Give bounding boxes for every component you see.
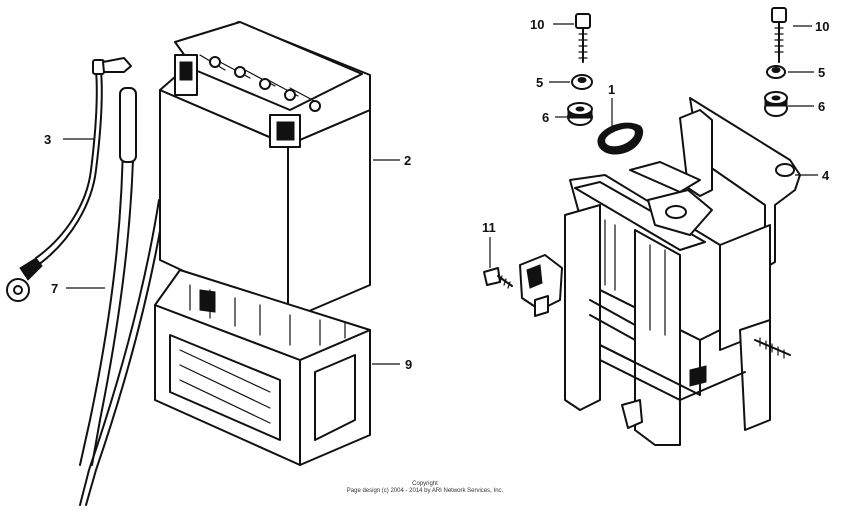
ground-cable-part-3	[6, 57, 132, 302]
copyright-line-2: Page design (c) 2004 - 2014 by ARI Netwo…	[346, 488, 504, 494]
rubber-pad-part-1	[597, 122, 644, 155]
breather-tube-part-7	[79, 87, 167, 506]
collar-part-5-right	[766, 65, 786, 79]
callout-leaders	[63, 23, 818, 365]
callout-4: 4	[822, 168, 830, 183]
callout-10-right: 10	[815, 19, 829, 34]
collar-part-5-left	[571, 74, 593, 90]
callout-6-left: 6	[542, 110, 549, 125]
callout-5-right: 5	[818, 65, 825, 80]
grommet-part-6-right	[764, 91, 788, 117]
callout-1: 1	[608, 82, 615, 97]
battery-part-2	[159, 21, 371, 321]
bolt-part-10-right	[771, 7, 787, 63]
callout-6-right: 6	[818, 99, 825, 114]
callout-9: 9	[405, 357, 412, 372]
callout-10-left: 10	[530, 17, 544, 32]
battery-case-part-4	[519, 97, 801, 446]
screw-part-11	[483, 267, 513, 289]
battery-tray-part-9	[154, 269, 371, 466]
callout-11: 11	[482, 220, 496, 235]
callout-3: 3	[44, 132, 51, 147]
grommet-part-6-left	[567, 102, 593, 126]
callout-5-left: 5	[536, 75, 543, 90]
copyright-line-1: Copyright	[412, 481, 438, 487]
callout-7: 7	[51, 281, 58, 296]
copyright-footer: Copyright Page design (c) 2004 - 2014 by…	[0, 481, 850, 495]
bolt-part-10-left	[575, 13, 591, 63]
callout-2: 2	[404, 153, 411, 168]
